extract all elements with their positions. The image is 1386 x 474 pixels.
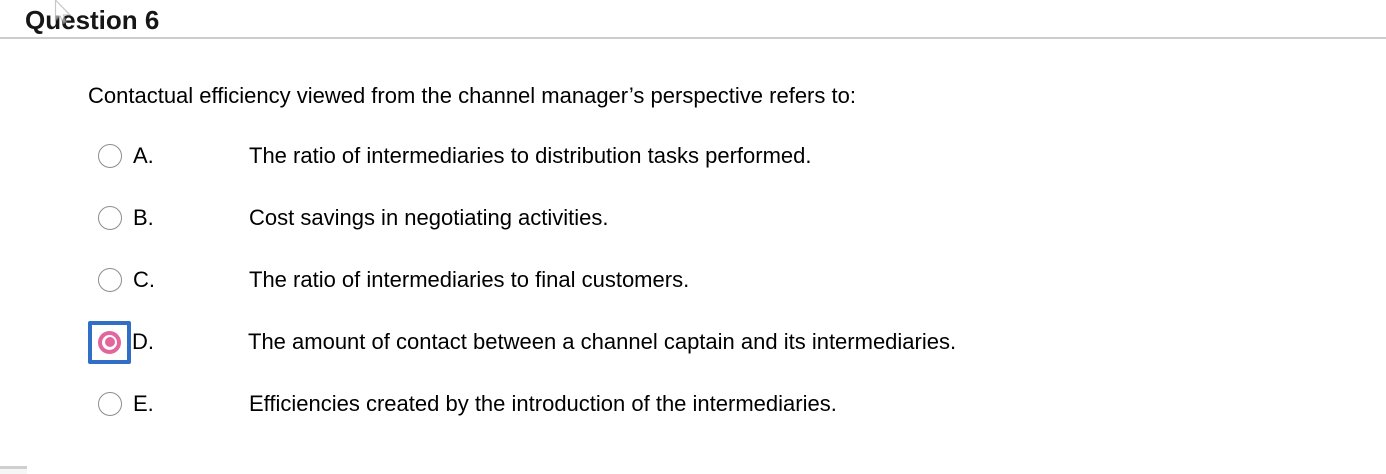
radio-button[interactable] [98, 206, 122, 230]
option-letter: A. [133, 143, 154, 168]
question-text: Contactual efficiency viewed from the ch… [88, 83, 856, 108]
radio-button[interactable] [98, 144, 122, 168]
next-section-fragment [0, 466, 27, 474]
option-letter: B. [133, 205, 154, 230]
option-row[interactable]: C. The ratio of intermediaries to final … [0, 249, 1386, 311]
option-text: Cost savings in negotiating activities. [249, 205, 609, 230]
option-text: Efficiencies created by the introduction… [249, 391, 837, 416]
next-section-divider [0, 466, 27, 469]
option-text: The ratio of intermediaries to final cus… [249, 267, 690, 292]
option-letter: E. [133, 391, 154, 416]
radio-focus-ring [88, 320, 131, 364]
option-letter: D. [132, 329, 154, 354]
radio-button[interactable] [98, 330, 121, 354]
radio-button[interactable] [98, 268, 122, 292]
question-header: Question 6 [0, 0, 1386, 39]
option-row[interactable]: D. The amount of contact between a chann… [0, 311, 1386, 373]
radio-focus-ring [88, 382, 132, 426]
radio-focus-ring [88, 258, 132, 302]
question-title: Question 6 [25, 5, 160, 35]
option-letter: C. [133, 267, 155, 292]
radio-button[interactable] [98, 392, 122, 416]
option-row[interactable]: A. The ratio of intermediaries to distri… [0, 125, 1386, 187]
option-text: The ratio of intermediaries to distribut… [249, 143, 812, 168]
option-text: The amount of contact between a channel … [248, 329, 957, 354]
option-row[interactable]: B. Cost savings in negotiating activitie… [0, 187, 1386, 249]
option-row[interactable]: E. Efficiencies created by the introduct… [0, 373, 1386, 435]
radio-focus-ring [88, 134, 132, 178]
options-list: A. The ratio of intermediaries to distri… [0, 125, 1386, 435]
radio-focus-ring [88, 196, 132, 240]
next-section-surface [0, 469, 27, 474]
